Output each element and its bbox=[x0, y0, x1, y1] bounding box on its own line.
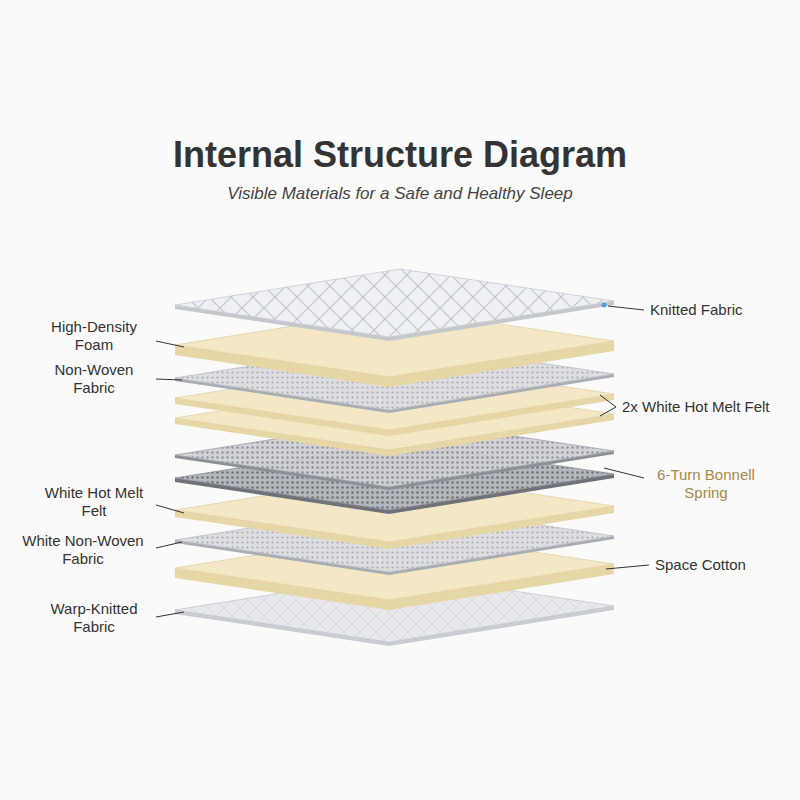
leader-line bbox=[608, 306, 644, 310]
diagram-caption: Visible Materials for a Safe and Healthy… bbox=[0, 184, 800, 204]
leader-line bbox=[156, 505, 184, 513]
part-label: Warp-Knitted Fabric bbox=[38, 600, 150, 636]
leader-line bbox=[156, 542, 182, 548]
part-label: White Non-Woven Fabric bbox=[16, 532, 150, 568]
knitted-layer bbox=[175, 269, 614, 337]
leader-line bbox=[156, 341, 184, 347]
part-label: Space Cotton bbox=[655, 556, 746, 574]
leader-line bbox=[606, 565, 649, 569]
leader-lines bbox=[156, 306, 649, 617]
part-label: White Hot Melt Felt bbox=[38, 484, 150, 520]
leader-bracket bbox=[600, 395, 616, 416]
part-label: 2x White Hot Melt Felt bbox=[622, 398, 770, 416]
marker-dot bbox=[602, 303, 607, 308]
part-label: High-Density Foam bbox=[38, 318, 150, 354]
leader-line bbox=[156, 379, 182, 380]
leader-line bbox=[604, 468, 644, 478]
diagram-title: Internal Structure Diagram bbox=[0, 134, 800, 176]
part-label: Non-Woven Fabric bbox=[38, 361, 150, 397]
layer-stack bbox=[175, 269, 614, 646]
part-label: Knitted Fabric bbox=[650, 301, 743, 319]
leader-line bbox=[156, 612, 184, 617]
part-label: 6-Turn Bonnell Spring bbox=[650, 466, 762, 502]
